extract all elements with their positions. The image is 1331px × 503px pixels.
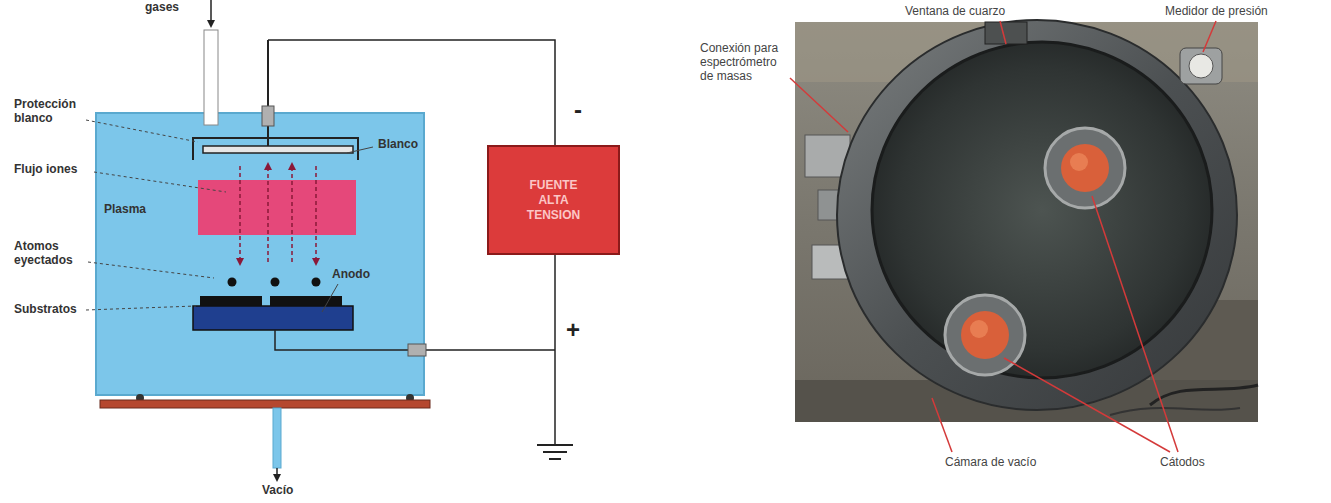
part-label: Blanco [378, 138, 418, 152]
polarity-sign: - [574, 96, 582, 124]
part-label: Protección blanco [14, 98, 94, 126]
photo-callout: Ventana de cuarzo [905, 5, 1005, 19]
part-label: Atomos eyectados [14, 240, 92, 268]
polarity-sign: + [566, 316, 580, 344]
part-label: Flujo iones [14, 163, 77, 177]
photo-callout: Conexión para espectrómetro de masas [700, 42, 792, 83]
photo-callout: Medidor de presión [1165, 5, 1268, 19]
photo-callout: Cámara de vacío [945, 456, 1036, 470]
part-label: Vacío [262, 484, 293, 498]
power-supply-text: FUENTE ALTA TENSION [518, 178, 590, 223]
gas-label: gases [145, 1, 179, 15]
photo-callout: Cátodos [1160, 456, 1205, 470]
part-label: Substratos [14, 303, 77, 317]
part-label: Anodo [332, 268, 370, 282]
part-label: Plasma [104, 203, 146, 217]
power-supply-box: FUENTE ALTA TENSION [487, 145, 620, 255]
